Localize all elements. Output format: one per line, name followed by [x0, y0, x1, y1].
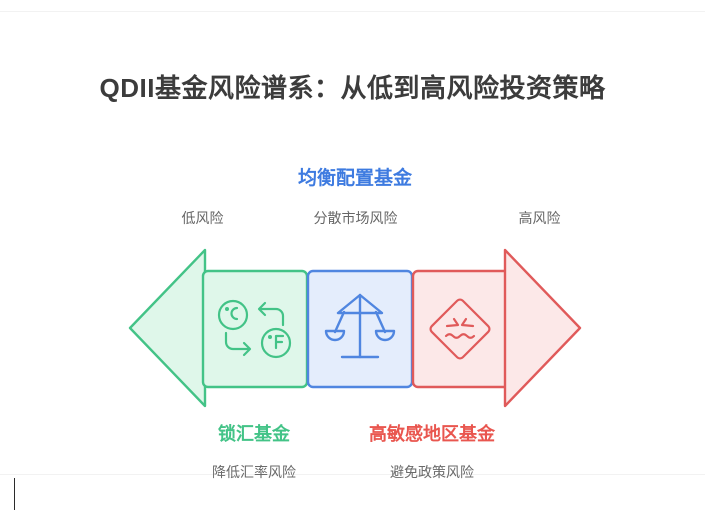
- segment-low-risk: [201, 269, 309, 389]
- text-cursor-artifact: [14, 478, 15, 510]
- label-low-risk-fund: 锁汇基金: [218, 424, 290, 444]
- caption-middle-risk: 分散市场风险: [313, 210, 398, 226]
- caption-low-risk: 低风险: [181, 210, 224, 226]
- caption-low-risk-fund: 降低汇率风险: [212, 464, 296, 480]
- caption-high-risk: 高风险: [518, 210, 561, 226]
- risk-spectrum-svg: [128, 248, 582, 408]
- risk-spectrum-diagram: [120, 243, 590, 408]
- caption-high-risk-fund: 避免政策风险: [390, 464, 474, 480]
- hazard-diamond-icon: [429, 298, 491, 360]
- segment-high-risk: [411, 269, 519, 389]
- temperature-conversion-icon: [217, 299, 292, 359]
- balanced-fund-heading: 均衡配置基金: [297, 168, 412, 189]
- left-arrowhead-low-risk: [128, 248, 207, 408]
- label-high-risk-fund: 高敏感地区基金: [369, 424, 495, 444]
- page-rule-bottom: [0, 474, 705, 475]
- balance-scale-icon: [324, 293, 396, 359]
- page-rule-top: [0, 11, 705, 12]
- right-arrowhead-high-risk: [503, 248, 582, 408]
- page-title: QDII基金风险谱系：从低到高风险投资策略: [99, 73, 606, 103]
